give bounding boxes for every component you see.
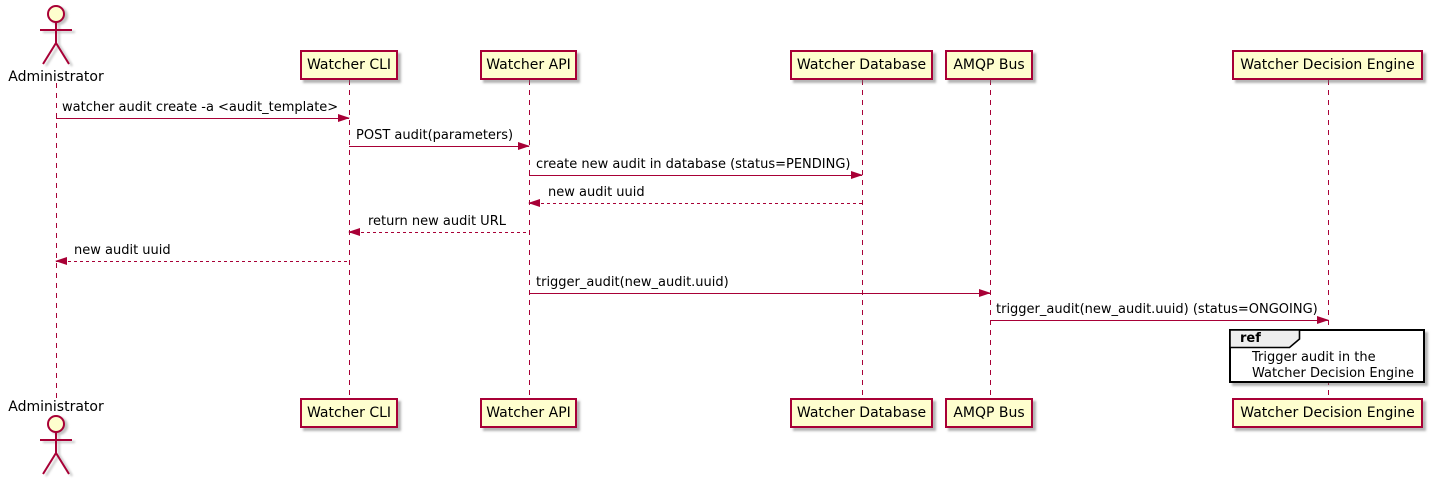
message-line [529, 175, 862, 176]
lifeline-watcher-decision-engine [1328, 80, 1329, 398]
actor-icon [40, 415, 72, 475]
arrow-head [528, 199, 540, 207]
lifeline-watcher-database [862, 80, 863, 398]
arrow-head [979, 289, 991, 297]
participant-top-watcher-api: Watcher API [480, 50, 577, 80]
participant-top-watcher-database: Watcher Database [790, 50, 933, 80]
message-label: create new audit in database (status=PEN… [536, 157, 851, 172]
arrow-head [518, 142, 530, 150]
message-line [349, 146, 529, 147]
lifeline-watcher-cli [349, 80, 350, 398]
lifeline-watcher-api [529, 80, 530, 398]
participant-label: Watcher Decision Engine [1240, 57, 1415, 73]
participant-bottom-watcher-database: Watcher Database [790, 398, 933, 428]
arrow-head [851, 171, 863, 179]
message-label: trigger_audit(new_audit.uuid) (status=ON… [996, 302, 1318, 317]
participant-label: Watcher API [486, 57, 571, 73]
ref-header-pentagon [1230, 330, 1301, 349]
participant-bottom-watcher-decision-engine: Watcher Decision Engine [1232, 398, 1423, 428]
participant-bottom-amqp-bus: AMQP Bus [945, 398, 1033, 428]
participant-label: Watcher CLI [306, 405, 392, 421]
arrow-head [338, 114, 350, 122]
actor-label-top: Administrator [8, 69, 104, 85]
message-label: POST audit(parameters) [356, 128, 514, 143]
message-line [529, 293, 990, 294]
actor-label-bottom: Administrator [8, 399, 104, 415]
ref-text-line: Watcher Decision Engine [1252, 366, 1414, 381]
participant-label: Watcher Database [796, 405, 927, 421]
message-label: trigger_audit(new_audit.uuid) [536, 275, 729, 290]
message-label: return new audit URL [368, 214, 506, 229]
ref-keyword: ref [1240, 331, 1261, 346]
ref-text: Trigger audit in the Watcher Decision En… [1252, 350, 1414, 382]
participant-label: Watcher Decision Engine [1240, 405, 1415, 421]
arrow-head [55, 257, 67, 265]
message-line [529, 203, 862, 204]
participant-bottom-watcher-api: Watcher API [480, 398, 577, 428]
actor-icon [40, 5, 72, 65]
message-line [56, 118, 349, 119]
participant-label: AMQP Bus [953, 405, 1025, 421]
message-line [56, 261, 349, 262]
message-label: watcher audit create -a <audit_template> [62, 100, 339, 115]
message-line [349, 232, 529, 233]
arrow-head [1317, 316, 1329, 324]
message-line [990, 320, 1328, 321]
lifeline-administrator [56, 83, 57, 400]
ref-fragment: ref Trigger audit in the Watcher Decisio… [1229, 329, 1425, 383]
participant-label: Watcher API [486, 405, 571, 421]
participant-top-watcher-cli: Watcher CLI [300, 50, 398, 80]
participant-label: Watcher Database [796, 57, 927, 73]
ref-text-line: Trigger audit in the [1252, 350, 1376, 365]
arrow-head [348, 228, 360, 236]
participant-top-amqp-bus: AMQP Bus [945, 50, 1033, 80]
participant-label: Watcher CLI [306, 57, 392, 73]
message-label: new audit uuid [548, 185, 645, 200]
participant-bottom-watcher-cli: Watcher CLI [300, 398, 398, 428]
participant-top-watcher-decision-engine: Watcher Decision Engine [1232, 50, 1423, 80]
lifeline-amqp-bus [990, 80, 991, 398]
message-label: new audit uuid [74, 243, 171, 258]
participant-label: AMQP Bus [953, 57, 1025, 73]
